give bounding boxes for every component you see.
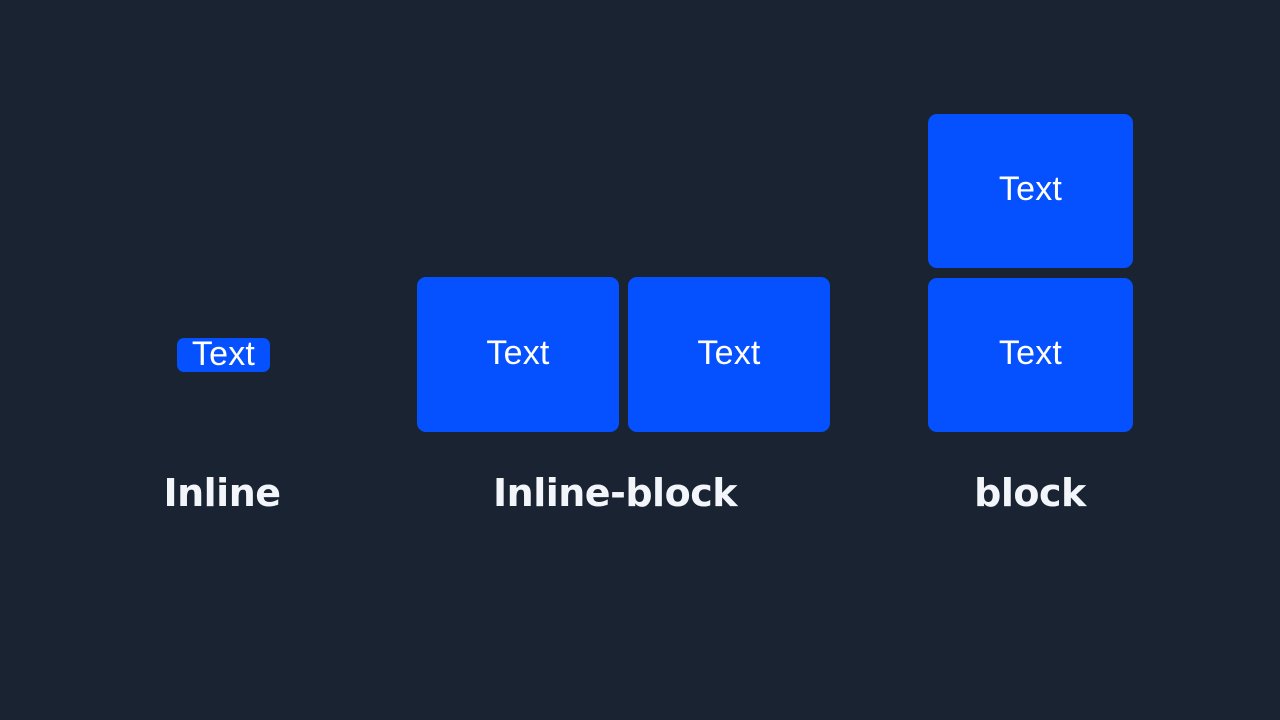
inline-block-demo-box-1: Text — [417, 277, 619, 432]
block-demo-box-1: Text — [928, 114, 1133, 268]
inline-demo-box: Text — [177, 335, 270, 373]
inline-block-demo-box-1-label: Text — [486, 333, 550, 372]
inline-block-demo-box-2-label: Text — [697, 333, 761, 372]
caption-inline-block: Inline-block — [493, 471, 737, 515]
inline-block-demo-box-2: Text — [628, 277, 830, 432]
block-demo-box-2-label: Text — [998, 334, 1063, 372]
inline-demo-box-label: Text — [191, 335, 256, 373]
caption-block: block — [974, 471, 1086, 515]
block-demo-box-1-label: Text — [998, 170, 1063, 208]
caption-inline: Inline — [163, 471, 281, 515]
block-demo-box-2: Text — [928, 278, 1133, 432]
